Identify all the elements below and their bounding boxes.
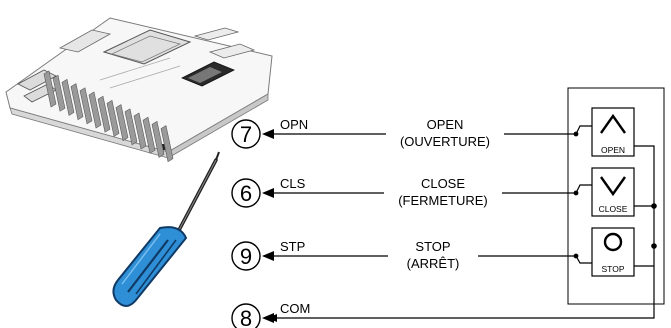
control-panel-frame <box>567 87 665 305</box>
open-wire <box>268 125 592 135</box>
junction-dot <box>651 203 657 209</box>
stop-label: STOP <box>415 239 450 254</box>
board-terminal-fin <box>160 125 174 163</box>
terminal-code-opn: OPN <box>280 117 308 132</box>
close-label-fr: (FERMETURE) <box>398 193 488 208</box>
board-terminal-fin <box>106 99 120 137</box>
stop-button[interactable]: STOP <box>591 227 635 277</box>
svg-text:7: 7 <box>240 122 252 147</box>
close-label: CLOSE <box>421 176 465 191</box>
svg-text:8: 8 <box>240 306 252 328</box>
board-terminal-fin <box>70 83 84 121</box>
chevron-down-icon <box>600 176 626 197</box>
stop-label-fr: (ARRÊT) <box>407 256 460 271</box>
control-board-icon <box>5 17 273 163</box>
board-terminal-fin <box>142 116 156 154</box>
chevron-up-icon <box>600 113 626 134</box>
common-bus <box>268 145 655 319</box>
circle-stop-icon <box>603 232 623 252</box>
board-terminal-fin <box>52 74 66 112</box>
board-terminal-fin <box>97 95 111 133</box>
board-terminal-fin <box>61 78 75 116</box>
terminal-code-stp: STP <box>280 239 305 254</box>
board-terminal-fin <box>151 120 165 158</box>
terminal-7: 7 <box>231 119 261 149</box>
close-button-label: CLOSE <box>599 204 628 214</box>
terminal-9: 9 <box>231 241 261 271</box>
close-wire <box>268 184 592 194</box>
board-terminal-fin <box>124 108 138 146</box>
board-terminal-fin <box>79 87 93 125</box>
svg-text:9: 9 <box>240 244 252 269</box>
terminal-code-cls: CLS <box>280 176 306 191</box>
board-terminal-fin <box>43 70 57 108</box>
svg-text:6: 6 <box>240 181 252 206</box>
terminal-8: 8 <box>231 303 261 328</box>
board-terminal-fin <box>133 112 147 150</box>
junction-dot <box>651 243 657 249</box>
board-terminal-fin <box>115 104 129 142</box>
stop-wire <box>268 255 592 264</box>
open-button-label: OPEN <box>601 145 625 155</box>
board-terminal-fin <box>88 91 102 129</box>
close-button[interactable]: CLOSE <box>591 167 635 217</box>
screwdriver-icon <box>112 151 220 307</box>
terminal-code-com: COM <box>280 301 310 316</box>
stop-button-label: STOP <box>602 264 625 274</box>
open-label-fr: (OUVERTURE) <box>400 134 490 149</box>
open-label: OPEN <box>427 117 464 132</box>
open-button[interactable]: OPEN <box>591 107 635 157</box>
terminal-6: 6 <box>231 178 261 208</box>
